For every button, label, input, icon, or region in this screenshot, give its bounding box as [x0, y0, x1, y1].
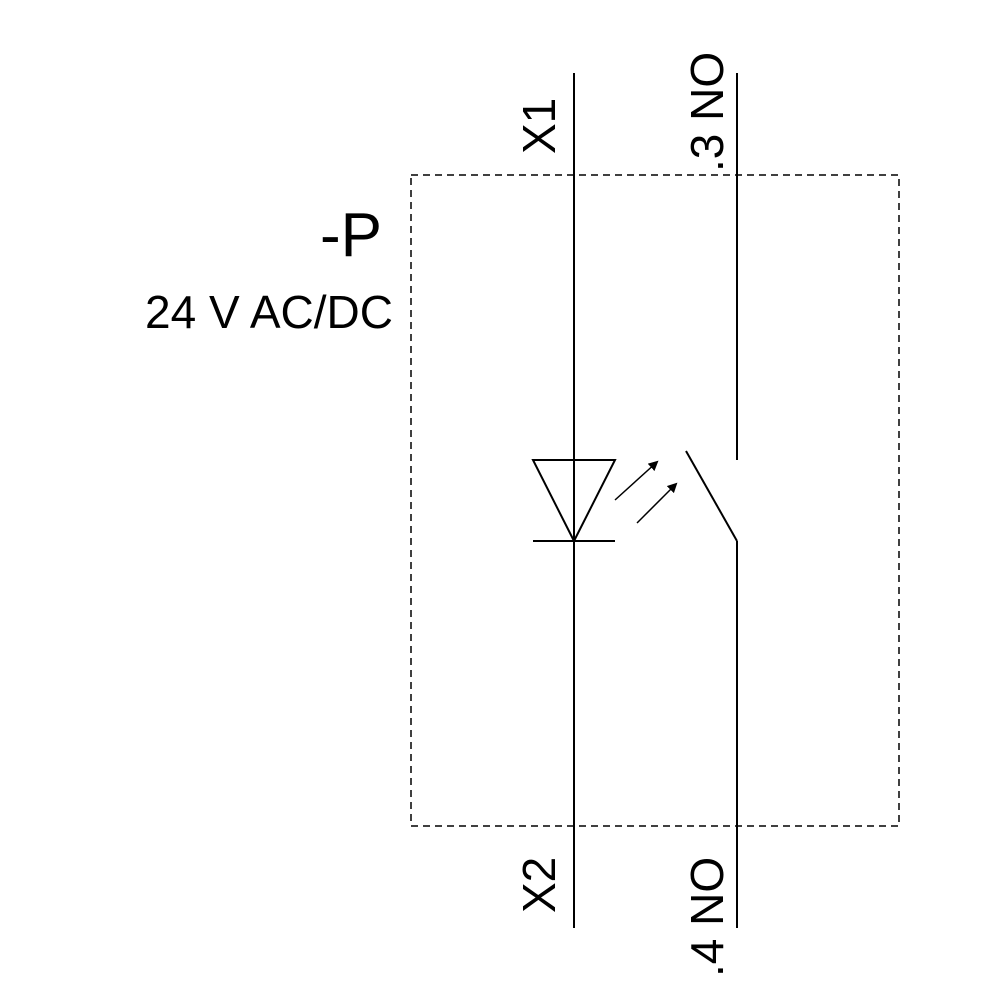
terminal-x1-label: X1 — [513, 98, 565, 154]
terminal-3no-label: .3 NO — [681, 52, 733, 172]
led-icon — [531, 459, 617, 544]
device-rating: 24 V AC/DC — [145, 286, 393, 338]
terminal-x2-label: X2 — [513, 857, 565, 913]
terminal-4no-label: .4 NO — [681, 857, 733, 977]
normally-open-contact-icon — [685, 73, 738, 928]
device-designation: -P — [320, 201, 382, 270]
light-emission-arrows-icon — [614, 460, 678, 524]
device-enclosure — [410, 174, 900, 827]
contact-blade — [685, 450, 738, 542]
